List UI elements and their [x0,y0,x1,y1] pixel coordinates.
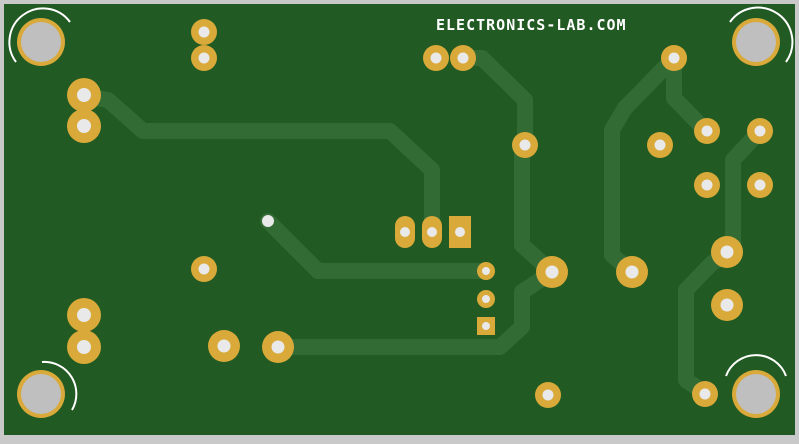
pad [423,45,449,71]
round-pads [67,19,773,408]
pad [616,256,648,288]
mount-hole-bottom-right [725,354,787,418]
pad [67,78,101,112]
pad [694,172,720,198]
trace-right-loop [604,50,682,280]
pad [191,45,217,71]
mount-hole-bottom-left [17,360,78,418]
silkscreen-label: ELECTRONICS-LAB.COM [436,16,627,34]
small-header [477,262,495,335]
trace-bottom [270,137,560,355]
pad [450,45,476,71]
trace-via-to-header [260,213,493,279]
pad [512,132,538,158]
pad [694,118,720,144]
trace-left-to-regulator [76,88,440,240]
pad [711,236,743,268]
pad [262,331,294,363]
via [262,215,274,227]
pad [536,256,568,288]
pad [67,109,101,143]
mounting-holes [8,6,794,418]
mount-hole-top-left [8,7,71,66]
pad [692,381,718,407]
pad [208,330,240,362]
pad [535,382,561,408]
pad [661,45,687,71]
regulator-footprint [395,216,471,248]
mount-hole-top-right [729,6,794,66]
pad [67,330,101,364]
pad [711,289,743,321]
trace-right-branch [666,50,714,139]
pad [747,118,773,144]
pad [747,172,773,198]
pad [647,132,673,158]
pad [67,298,101,332]
pad [191,256,217,282]
trace-right-vertical [678,123,768,401]
pad [191,19,217,45]
